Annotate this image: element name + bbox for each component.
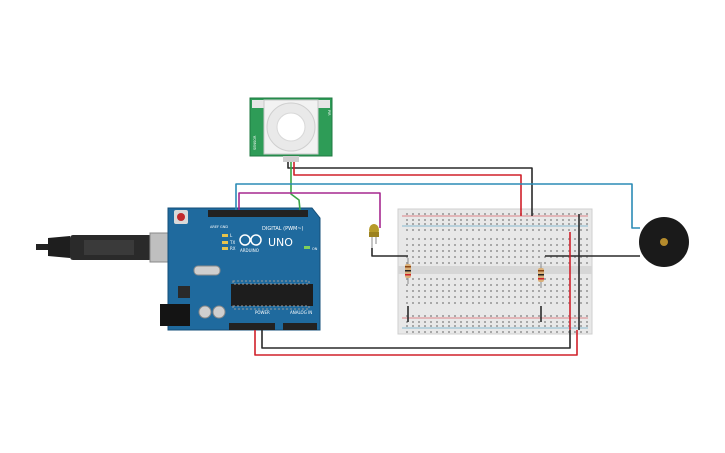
crystal	[193, 265, 221, 276]
wire-led-signal	[238, 192, 381, 228]
digital-label: DIGITAL (PWM~)	[262, 226, 304, 232]
led-tx	[222, 241, 228, 244]
uno-label: UNO	[268, 236, 293, 249]
wire-arduino-5v	[254, 330, 578, 356]
wire-pir-gnd	[287, 162, 533, 216]
led-rx	[222, 247, 228, 250]
led-l	[222, 234, 228, 237]
arduino-logo-text: ARDUINO	[240, 248, 259, 253]
microcontroller-chip	[231, 284, 313, 306]
aref-label: AREF	[210, 225, 219, 229]
resistor-1	[405, 258, 411, 284]
power-jack[interactable]	[160, 304, 190, 326]
wires	[235, 162, 640, 356]
on-led	[304, 246, 310, 249]
analog-label: ANALOG IN	[290, 310, 312, 315]
chip-pins	[232, 280, 310, 310]
pir-sensor[interactable]: SENSOR PIR	[249, 97, 333, 162]
led-tx-label: TX	[229, 240, 235, 245]
power-label: POWER	[255, 310, 270, 315]
pir-left-label: SENSOR	[253, 135, 257, 150]
arduino-board[interactable]: DIGITAL (PWM~) AREF GND L TX RX UNO ARDU…	[160, 207, 321, 331]
pir-pins	[283, 156, 299, 162]
capacitor-2	[212, 305, 226, 319]
capacitor-1	[198, 305, 212, 319]
led[interactable]	[369, 224, 379, 248]
voltage-regulator	[178, 286, 190, 298]
wire-pir-vcc	[293, 162, 522, 216]
resistor-2	[538, 262, 544, 288]
wire-pir-out	[290, 162, 301, 211]
wire-arduino-gnd	[261, 330, 571, 349]
led-rx-label: RX	[230, 246, 236, 251]
digital-header	[208, 210, 308, 217]
breadboard-holes	[406, 213, 588, 333]
wire-led-gnd	[371, 248, 408, 257]
piezo-buzzer[interactable]	[639, 217, 689, 267]
usb-cable	[36, 232, 181, 263]
wire-buzzer-signal	[235, 183, 640, 229]
analog-header	[283, 323, 317, 330]
gnd-label: GND	[220, 225, 228, 229]
led-l-label: L	[230, 233, 233, 238]
arduino-logo-icon	[239, 234, 262, 246]
pir-right-label: PIR	[327, 110, 331, 116]
power-header	[229, 323, 275, 330]
breadboard[interactable]	[397, 208, 593, 335]
on-label: ON	[312, 247, 318, 251]
